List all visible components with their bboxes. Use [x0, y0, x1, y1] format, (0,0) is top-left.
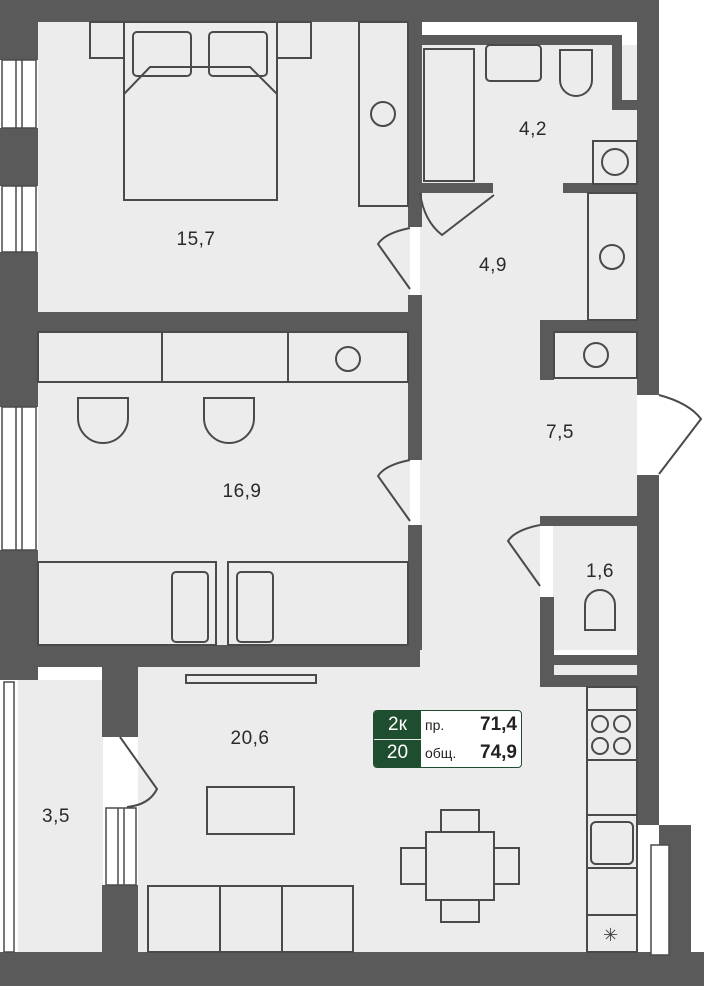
living-area-label: пр. — [425, 717, 445, 733]
room-area-bathroom: 4,2 — [519, 119, 547, 140]
apartment-badge: 2к 20 пр. 71,4 общ. 74,9 — [373, 710, 522, 768]
room-area-bedroom: 15,7 — [176, 229, 216, 250]
total-area-label: общ. — [425, 745, 457, 761]
floor-number: 20 — [386, 742, 409, 764]
room-area-corridor: 4,9 — [479, 255, 507, 276]
room-area-hall: 7,5 — [546, 422, 574, 443]
rooms-count: 2к — [374, 711, 421, 740]
room-area-toilet: 1,6 — [586, 561, 614, 582]
room-area-balcony: 3,5 — [42, 806, 70, 827]
living-area-value: 71,4 — [480, 714, 517, 735]
total-area-value: 74,9 — [480, 742, 517, 763]
room-area-living-kitchen: 20,6 — [230, 728, 270, 749]
fridge-snowflake-icon: ✳ — [603, 925, 619, 945]
room-area-kids-room: 16,9 — [222, 481, 262, 502]
